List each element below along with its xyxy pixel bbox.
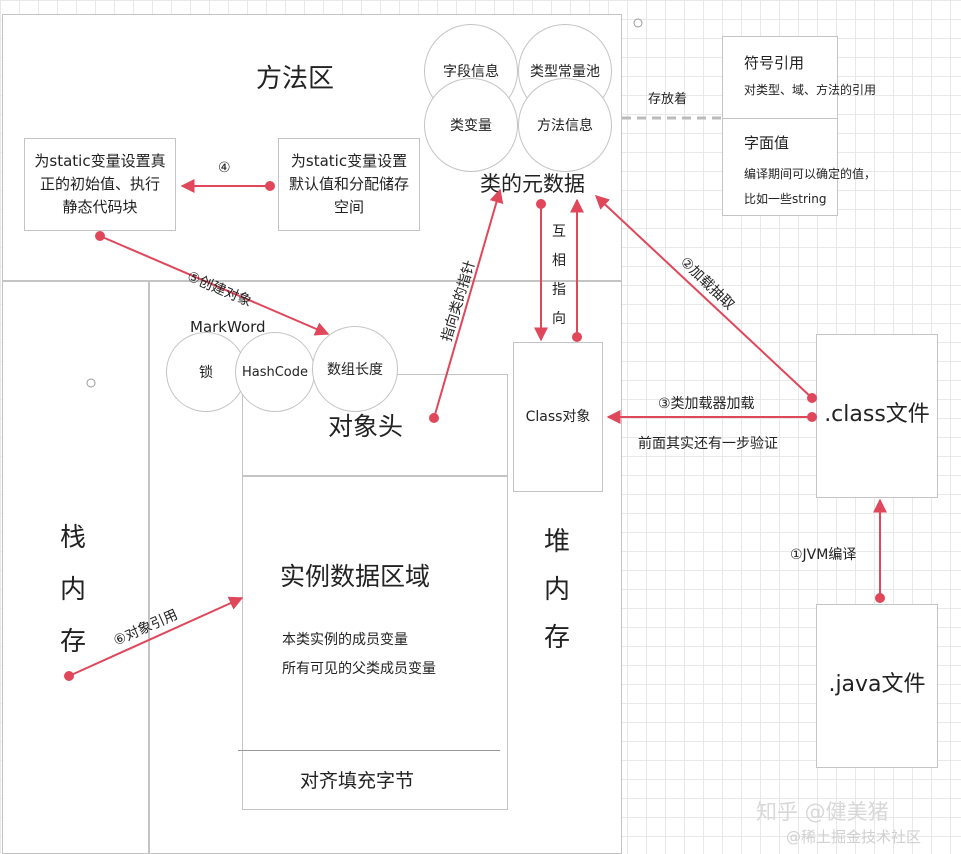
object-header-label: 对象头 <box>328 412 404 441</box>
compile-dot <box>875 593 885 603</box>
method-area-title: 方法区 <box>256 64 335 94</box>
stores-label: 存放着 <box>648 92 688 107</box>
stack-heap-divider <box>148 281 150 854</box>
stack-memory-label: 栈 内 存 <box>60 523 87 657</box>
java-file-box <box>816 604 938 768</box>
instance-data-box <box>242 476 508 810</box>
method-area-divider <box>2 280 622 282</box>
literal-desc: 编译期间可以确定的值， 比如一些string <box>744 167 877 206</box>
verify-note: 前面其实还有一步验证 <box>638 436 778 452</box>
classloader-label: ③类加载器加载 <box>658 396 755 412</box>
constant-pool-divider <box>722 118 838 119</box>
heap-memory-label: 堆 内 存 <box>544 527 571 653</box>
symbol-ref-desc: 对类型、域、方法的引用 <box>744 83 877 97</box>
class-file-box <box>816 334 938 498</box>
static-init-text: 为static变量设置真 正的初始值、执行 静态代码块 <box>34 152 166 216</box>
padding-label: 对齐填充字节 <box>300 770 415 792</box>
class-metadata-label: 类的元数据 <box>480 172 585 196</box>
instance-data-desc: 本类实例的成员变量 所有可见的父类成员变量 <box>282 632 436 677</box>
marker-dot-top <box>633 18 643 28</box>
class-object-label: Class对象 <box>525 409 591 425</box>
symbol-ref-title: 符号引用 <box>744 54 805 72</box>
static-default-box <box>278 138 420 231</box>
zhihu-watermark: 知乎 @健美猪 <box>756 800 889 824</box>
class-file-label: .class文件 <box>824 402 930 427</box>
static-default-text: 为static变量设置 默认值和分配储存 空间 <box>288 152 409 216</box>
class-object-box <box>513 342 603 492</box>
static-init-box <box>24 138 176 231</box>
mutual-label: 互 相 指 向 <box>552 224 566 327</box>
method-info-bubble: 方法信息 <box>518 78 612 172</box>
hashcode-bubble: HashCode <box>235 332 315 412</box>
load-extract-arrow <box>594 195 813 399</box>
array-length-bubble: 数组长度 <box>312 326 398 412</box>
instance-data-title: 实例数据区域 <box>280 562 431 591</box>
jvm-compile-label: ①JVM编译 <box>790 547 857 563</box>
java-file-label: .java文件 <box>828 672 926 697</box>
step4-label: ④ <box>218 160 231 176</box>
juejin-watermark: @稀土掘金技术社区 <box>786 828 922 846</box>
load-extract-label: ②加载抽取 <box>676 254 738 314</box>
lock-bubble: 锁 <box>166 332 246 412</box>
class-variable-bubble: 类变量 <box>424 78 518 172</box>
padding-divider <box>238 750 500 751</box>
literal-title: 字面值 <box>744 134 790 152</box>
